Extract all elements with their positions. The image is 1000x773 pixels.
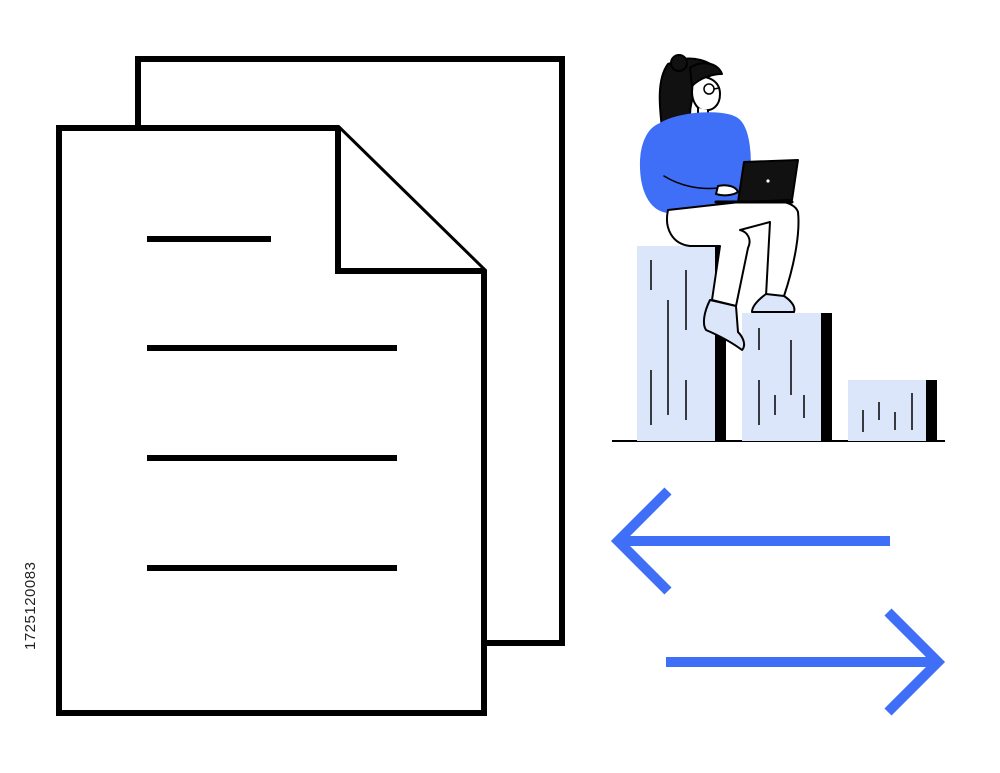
sweater	[639, 112, 751, 213]
page-fold-corner	[335, 128, 484, 274]
bar-short-shadow	[926, 380, 937, 441]
shoe-right	[751, 293, 796, 313]
person-with-laptop-icon	[639, 54, 800, 351]
shoe-left	[702, 299, 746, 351]
hair-bun	[670, 54, 688, 72]
bar-medium	[742, 313, 824, 441]
bar-chart-icon	[612, 246, 945, 442]
legs	[666, 199, 800, 307]
arrow-left-icon	[610, 487, 890, 595]
bar-tall-shadow	[715, 246, 726, 441]
bar-medium-shadow	[821, 313, 832, 441]
hair-front	[689, 62, 723, 87]
documents-icon	[56, 56, 565, 716]
stock-id-label: 1725120083	[22, 561, 39, 650]
arrow-right-icon	[666, 608, 946, 716]
bar-tall	[637, 246, 719, 441]
bar-short	[848, 380, 930, 441]
